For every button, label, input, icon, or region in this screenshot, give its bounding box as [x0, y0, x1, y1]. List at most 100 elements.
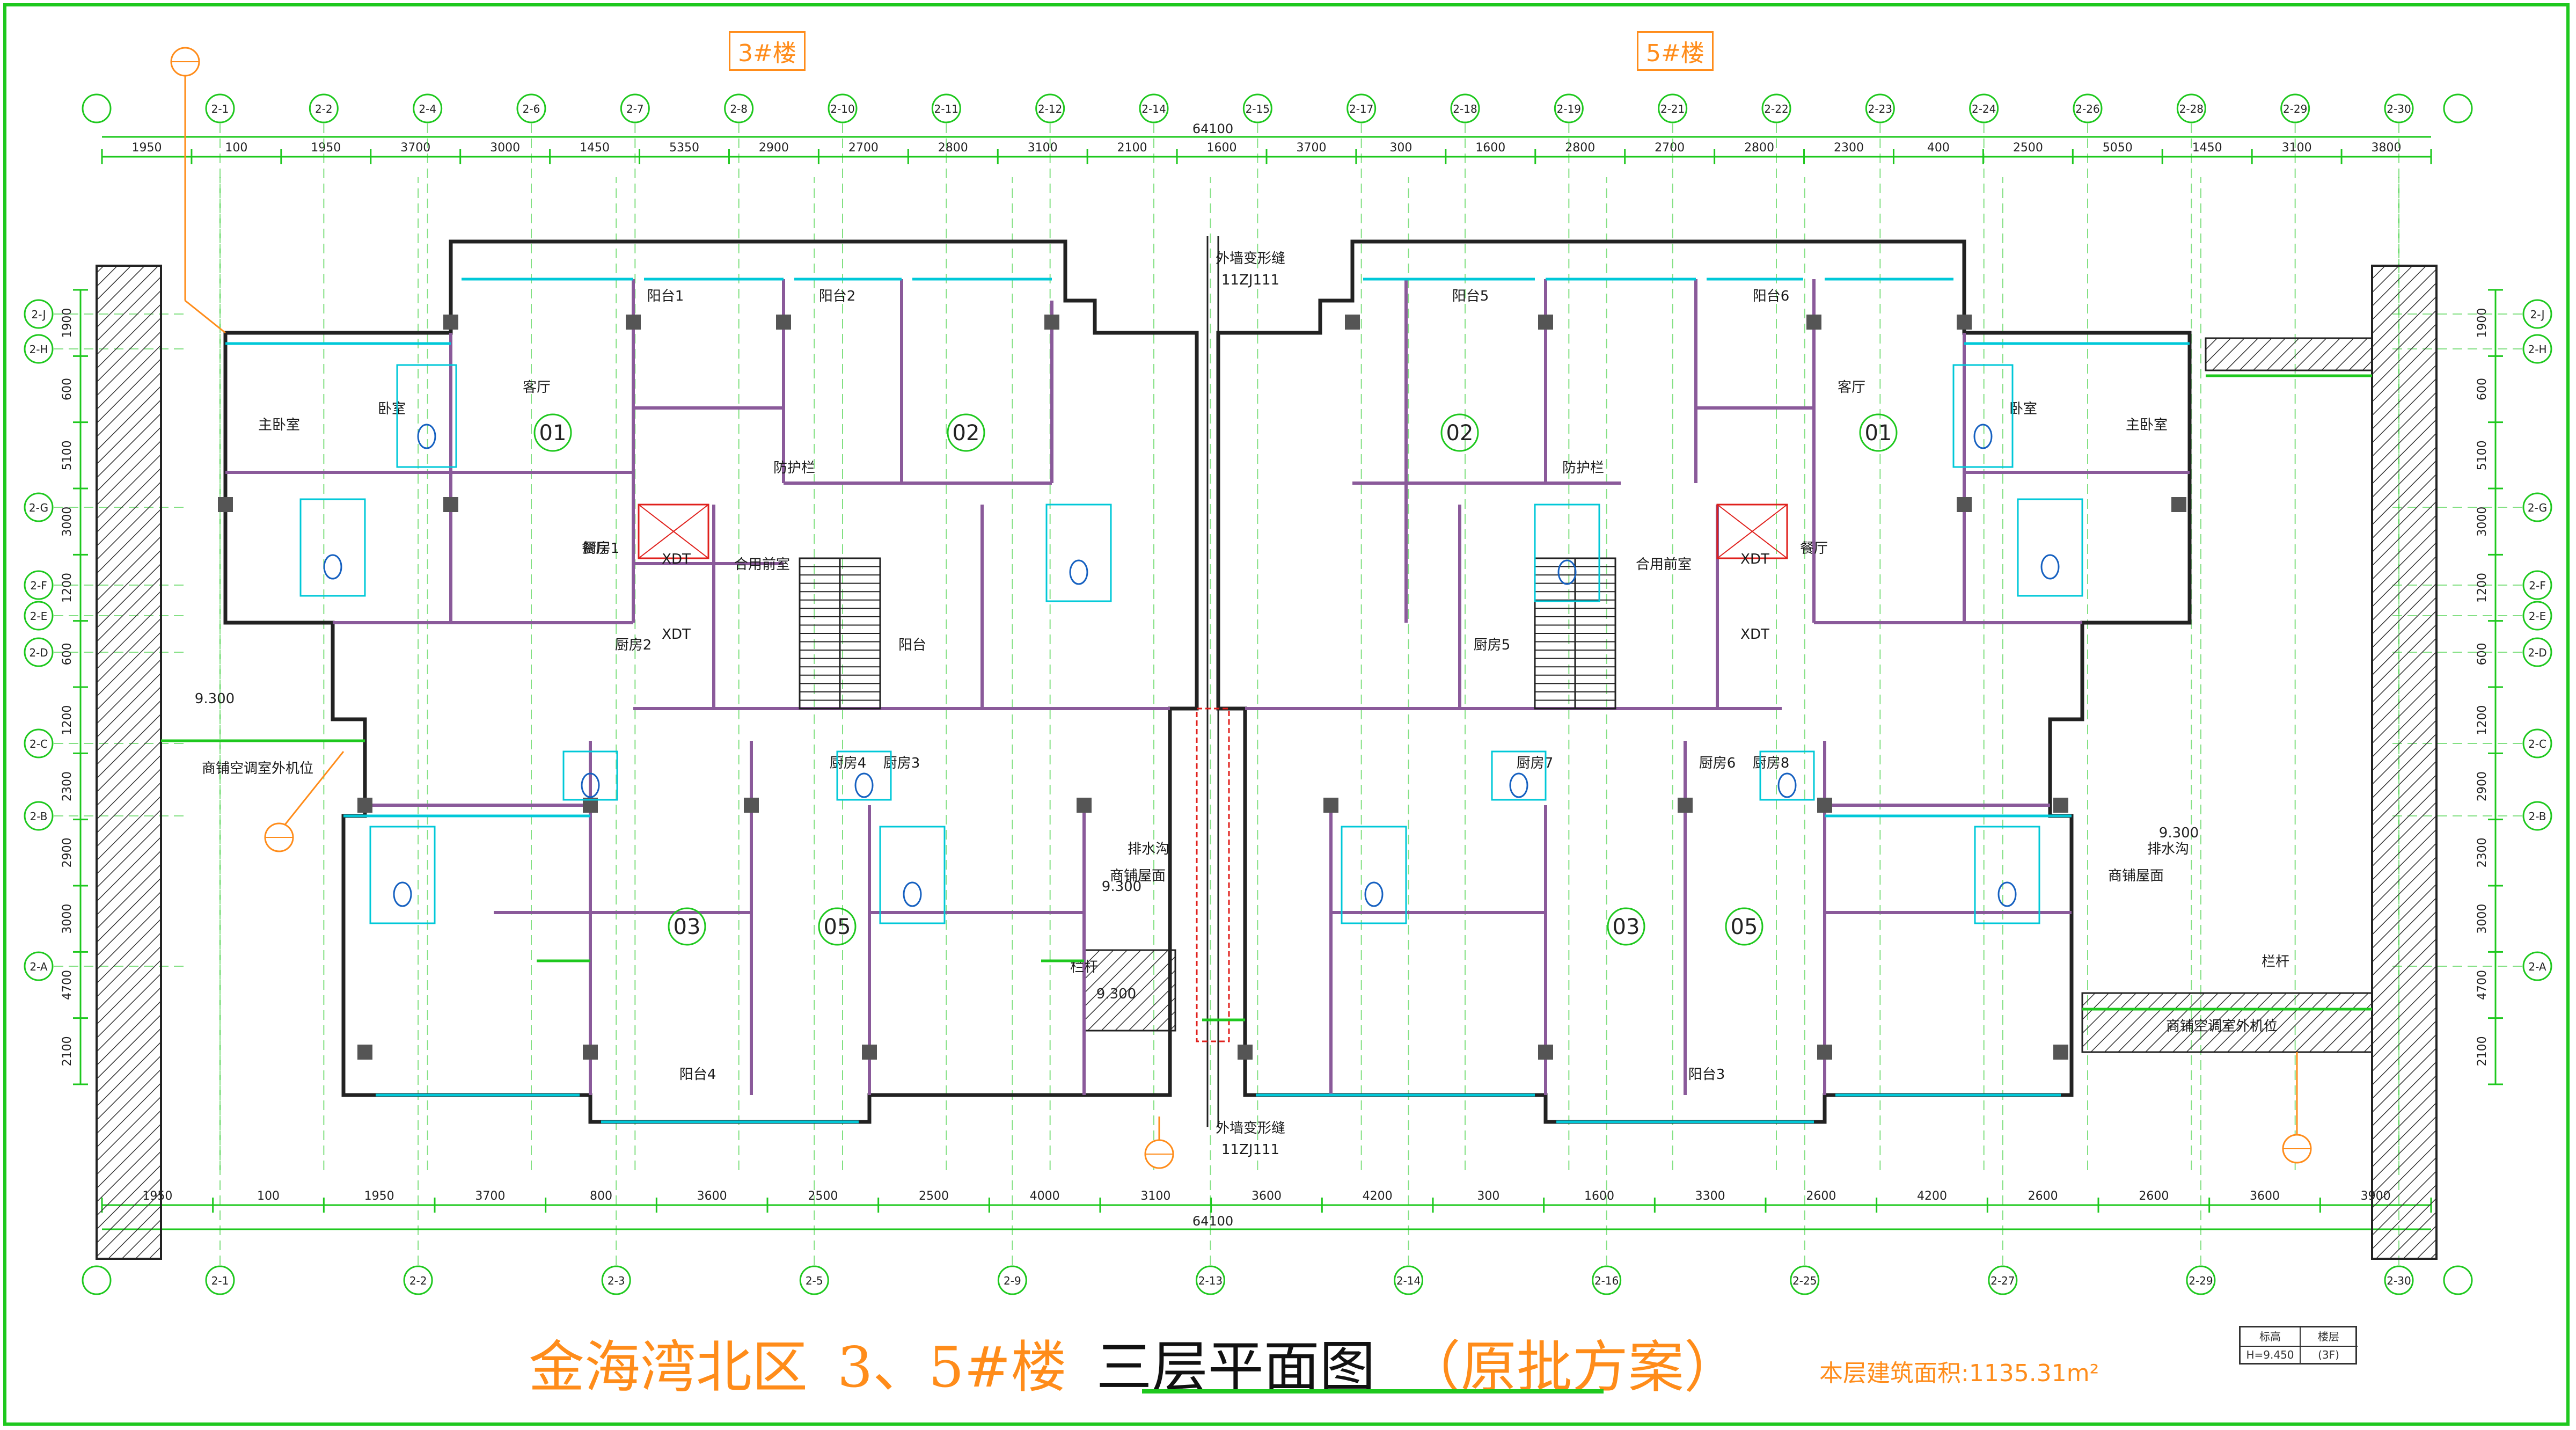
- dim-right-label: 5100: [2476, 440, 2489, 470]
- dim-total-top: 64100: [1192, 121, 1233, 136]
- room-label: 11ZJ111: [1221, 1142, 1279, 1158]
- dim-left-label: 3000: [61, 904, 74, 934]
- structural-column: [776, 315, 791, 330]
- room-label: 9.300: [195, 691, 235, 707]
- building-label-left: 3#楼: [729, 31, 806, 71]
- axis-side-label: 2-D: [29, 646, 48, 659]
- room-label: 阳台5: [1452, 288, 1489, 304]
- title-drawing: 三层平面图: [1096, 1334, 1375, 1400]
- structural-column: [443, 497, 458, 512]
- structural-column: [443, 315, 458, 330]
- axis-top-bubble: [309, 93, 339, 123]
- stamp-h1: 标高: [2241, 1327, 2301, 1347]
- dim-top-label: 3100: [2282, 141, 2312, 155]
- room-label: 厨房7: [1517, 755, 1554, 771]
- dim-bottom-label: 2500: [808, 1190, 838, 1203]
- dim-top-label: 1600: [1207, 141, 1237, 155]
- axis-side-bubble: [2522, 601, 2552, 631]
- axis-top-label: 2-17: [1349, 103, 1373, 115]
- axis-side-bubble: [24, 299, 54, 329]
- axis-top-label: 2-15: [1246, 103, 1270, 115]
- dim-top-label: 300: [1389, 141, 1412, 155]
- structural-column: [2171, 497, 2186, 512]
- toilet-fixture: [1557, 559, 1577, 585]
- room-label: 厨房1: [583, 541, 620, 557]
- axis-top-bubble: [205, 93, 235, 123]
- room-label: 厨房5: [1474, 637, 1511, 653]
- structural-column: [583, 1045, 598, 1060]
- building-5-outline: [1216, 239, 2192, 1124]
- axis-top-label: 2-26: [2075, 103, 2099, 115]
- room-label: 厨房4: [830, 755, 867, 771]
- bathroom-fixture-zone: [1974, 826, 2040, 924]
- dim-top-label: 1950: [311, 141, 341, 155]
- axis-side-bubble: [2522, 570, 2552, 600]
- unit-number-ring: [1440, 413, 1479, 452]
- dim-left-label: 1200: [61, 573, 74, 603]
- axis-side-label: 2-B: [30, 810, 48, 823]
- elevator-shaft: [1716, 504, 1788, 559]
- dim-bottom-label: 3600: [697, 1190, 727, 1203]
- dim-top-label: 5050: [2103, 141, 2133, 155]
- dim-right-label: 600: [2476, 643, 2489, 665]
- room-label: 厨房3: [883, 755, 920, 771]
- axis-bottom-label: 2-2: [409, 1274, 427, 1287]
- dim-top-label: 2900: [759, 141, 789, 155]
- floor-area-text: 本层建筑面积:1135.31m²: [1819, 1360, 2099, 1387]
- axis-bottom-bubble: [2384, 1265, 2414, 1295]
- axis-bottom-bubble: [1988, 1265, 2018, 1295]
- toilet-fixture: [903, 881, 922, 907]
- axis-top-label: 2-7: [626, 103, 644, 115]
- room-label: 客厅: [1838, 380, 1865, 396]
- dim-left-label: 600: [61, 378, 74, 400]
- leader-line: [278, 751, 345, 833]
- axis-side-label: 2-J: [32, 308, 46, 321]
- dim-bottom-label: 1950: [364, 1190, 394, 1203]
- axis-top-bubble: [2176, 93, 2206, 123]
- structural-column: [1077, 798, 1092, 813]
- hatch-block-ac-right: [2205, 337, 2373, 371]
- structural-column: [1238, 1045, 1253, 1060]
- dim-left-label: 1200: [61, 705, 74, 735]
- dim-left-label: 2300: [61, 771, 74, 801]
- axis-side-label: 2-G: [2528, 501, 2547, 514]
- axis-bottom-bubble: [1195, 1265, 1225, 1295]
- axis-top-bubble: [2384, 93, 2414, 123]
- axis-side-label: 2-A: [2528, 960, 2546, 973]
- axis-top-bubble: [1139, 93, 1169, 123]
- axis-side-label: 2-E: [30, 610, 48, 623]
- dim-bottom-label: 1600: [1584, 1190, 1614, 1203]
- axis-bottom-left-bubble: [82, 1265, 112, 1295]
- axis-bottom-label: 2-30: [2387, 1274, 2411, 1287]
- room-label: 阳台4: [679, 1067, 716, 1083]
- bathroom-fixture-zone: [1759, 750, 1815, 801]
- dim-right-label: 2100: [2476, 1036, 2489, 1066]
- leader-line: [185, 300, 226, 334]
- structural-column: [1345, 315, 1360, 330]
- structural-column: [1044, 315, 1059, 330]
- toilet-fixture: [1777, 772, 1797, 798]
- structural-column: [1538, 1045, 1553, 1060]
- axis-top-bubble: [1761, 93, 1791, 123]
- room-label: 01: [1865, 421, 1892, 446]
- axis-side-label: 2-E: [2529, 610, 2546, 623]
- structural-column: [357, 798, 372, 813]
- axis-top-label: 2-19: [1557, 103, 1581, 115]
- bathroom-fixture-zone: [1534, 504, 1600, 602]
- dim-bottom-label: 800: [590, 1190, 612, 1203]
- dim-top-label: 3700: [1296, 141, 1326, 155]
- structural-column: [1323, 798, 1338, 813]
- axis-top-bubble: [1450, 93, 1480, 123]
- structural-column: [218, 497, 233, 512]
- axis-side-bubble: [24, 492, 54, 522]
- dim-right-label: 2300: [2476, 837, 2489, 867]
- dim-top-label: 2800: [1744, 141, 1774, 155]
- dim-bottom-label: 4200: [1917, 1190, 1947, 1203]
- dim-left-label: 3000: [61, 507, 74, 537]
- toilet-fixture: [323, 554, 342, 580]
- axis-top-label: 2-2: [315, 103, 333, 115]
- dim-right-label: 1200: [2476, 573, 2489, 603]
- room-label: 餐厅: [1800, 541, 1828, 557]
- toilet-fixture: [2040, 554, 2060, 580]
- unit-number-ring: [533, 413, 572, 452]
